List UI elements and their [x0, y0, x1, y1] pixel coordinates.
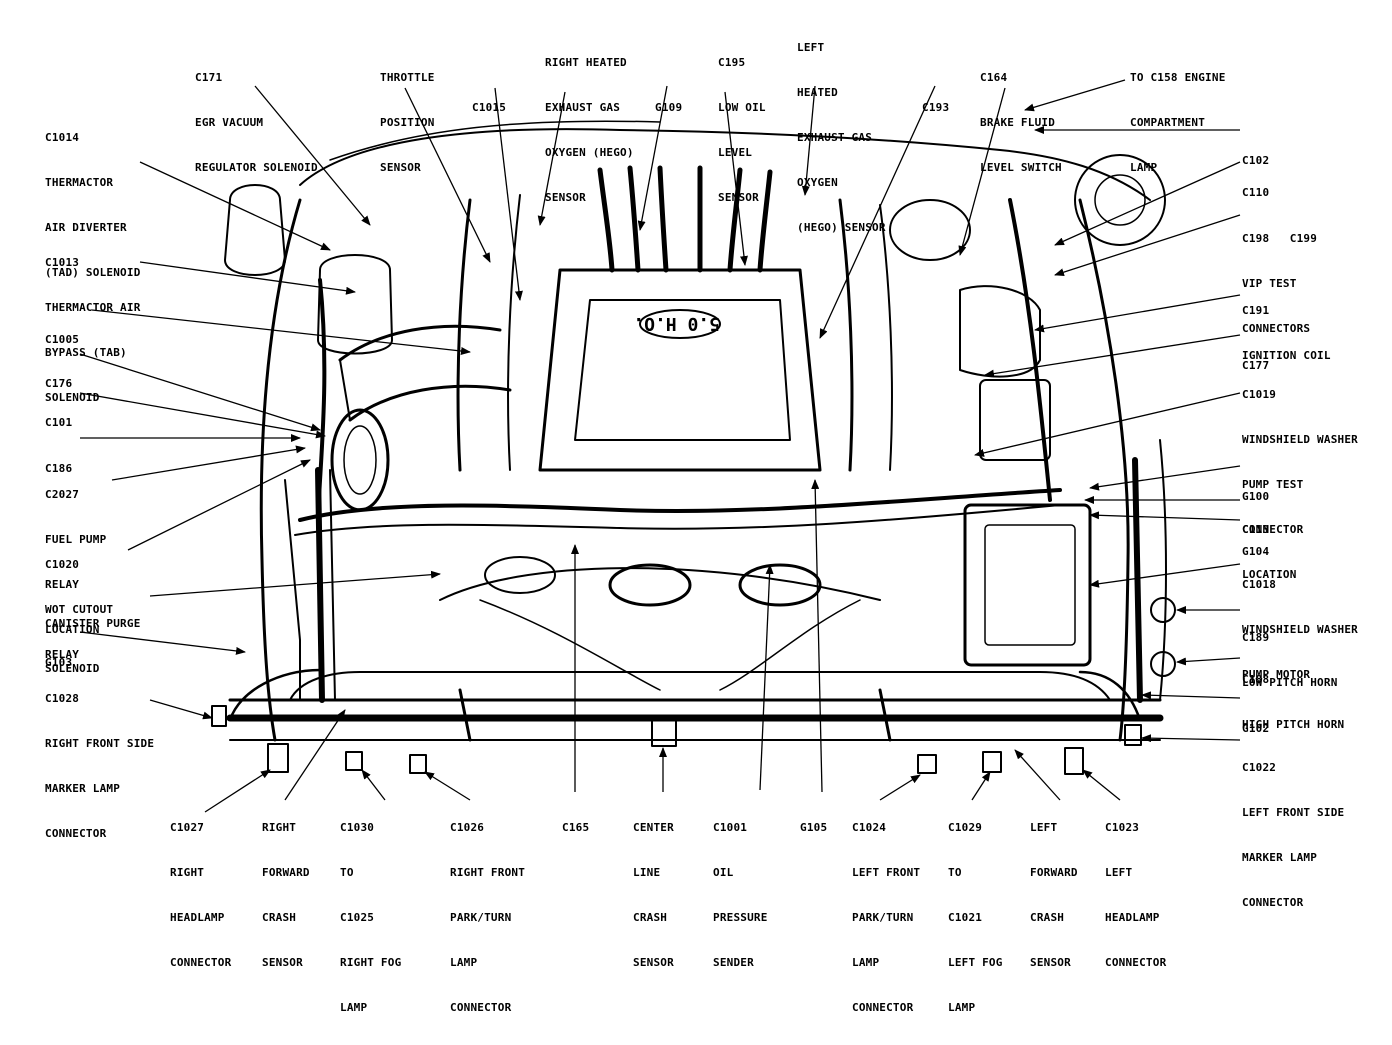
label-center-line-crash-sensor: CENTER LINE CRASH SENSOR: [633, 821, 674, 969]
label-c1019: C1019 WINDSHIELD WASHER PUMP TEST CONNEC…: [1242, 388, 1358, 581]
label-c171: C171 EGR VACUUM REGULATOR SOLENOID: [195, 71, 318, 174]
label-c1018: C1018 WINDSHIELD WASHER PUMP MOTOR: [1242, 578, 1358, 681]
label-c198-c199: C198 C199 VIP TEST CONNECTORS: [1242, 232, 1318, 335]
label-c1015: C1015: [472, 101, 507, 114]
label-left-hego-sensor: LEFT HEATED EXHAUST GAS OXYGEN (HEGO) SE…: [797, 41, 886, 234]
label-c165: C165: [562, 821, 590, 834]
engine-compartment-illustration: 5.0 H.O.: [79, 79, 1241, 813]
label-left-forward-crash-sensor: LEFT FORWARD CRASH SENSOR: [1030, 821, 1078, 969]
svg-text:5.0 H.O.: 5.0 H.O.: [633, 313, 720, 334]
label-c1023: C1023 LEFT HEADLAMP CONNECTOR: [1105, 821, 1167, 969]
label-c1028: C1028 RIGHT FRONT SIDE MARKER LAMP CONNE…: [45, 692, 155, 840]
label-c195: C195 LOW OIL LEVEL SENSOR: [718, 56, 766, 204]
label-c1001: C1001 OIL PRESSURE SENDER: [713, 821, 768, 969]
label-c102: C102: [1242, 154, 1270, 167]
engine-artwork: 5.0 H.O.: [211, 120, 1176, 775]
label-g109: G109: [655, 101, 683, 114]
label-c1014: C1014 THERMACTOR AIR DIVERTER (TAD) SOLE…: [45, 131, 141, 279]
label-c193: C193: [922, 101, 950, 114]
label-c1029: C1029 TO C1021 LEFT FOG LAMP: [948, 821, 1003, 1014]
label-c189: C189 LOW PITCH HORN: [1242, 631, 1338, 689]
label-c1027: C1027 RIGHT HEADLAMP CONNECTOR: [170, 821, 232, 969]
label-g103: G103: [45, 656, 73, 669]
label-c158: TO C158 ENGINE COMPARTMENT LAMP: [1130, 71, 1226, 174]
leader-lines: [79, 79, 1241, 813]
label-g105: G105: [800, 821, 828, 834]
label-c177: C177: [1242, 359, 1270, 372]
label-c1005: C1005: [45, 333, 80, 346]
label-canister-purge: CANISTER PURGE SOLENOID: [45, 617, 141, 675]
label-right-forward-crash-sensor: RIGHT FORWARD CRASH SENSOR: [262, 821, 310, 969]
label-c191: C191 IGNITION COIL: [1242, 304, 1331, 362]
label-g104: G104: [1242, 545, 1270, 558]
label-c1030: C1030 TO C1025 RIGHT FOG LAMP: [340, 821, 402, 1014]
engine-wiring-diagram: 5.0 H.O.: [45, 41, 1358, 1014]
label-c1020: C1020 WOT CUTOUT RELAY: [45, 558, 114, 661]
label-c101: C101: [45, 416, 73, 429]
label-c2027: C2027 FUEL PUMP RELAY LOCATION: [45, 488, 107, 636]
label-c1026: C1026 RIGHT FRONT PARK/TURN LAMP CONNECT…: [450, 821, 526, 1014]
label-c188: C188 HIGH PITCH HORN: [1242, 673, 1345, 731]
label-c1022: C1022 LEFT FRONT SIDE MARKER LAMP CONNEC…: [1242, 761, 1345, 909]
label-c186: C186: [45, 462, 73, 475]
label-g100: G100: [1242, 490, 1270, 503]
label-right-hego-sensor: RIGHT HEATED EXHAUST GAS OXYGEN (HEGO) S…: [545, 56, 634, 204]
label-c1024: C1024 LEFT FRONT PARK/TURN LAMP CONNECTO…: [852, 821, 921, 1014]
label-c164: C164 BRAKE FLUID LEVEL SWITCH: [980, 71, 1062, 174]
label-c176: C176: [45, 377, 73, 390]
label-g102: G102: [1242, 722, 1270, 735]
label-throttle-position-sensor: THROTTLE POSITION SENSOR: [380, 71, 435, 174]
label-c110: C110: [1242, 186, 1270, 199]
label-c113: C113: [1242, 523, 1270, 536]
label-c1013: C1013 THERMACTOR AIR BYPASS (TAB) SOLENO…: [45, 256, 141, 404]
